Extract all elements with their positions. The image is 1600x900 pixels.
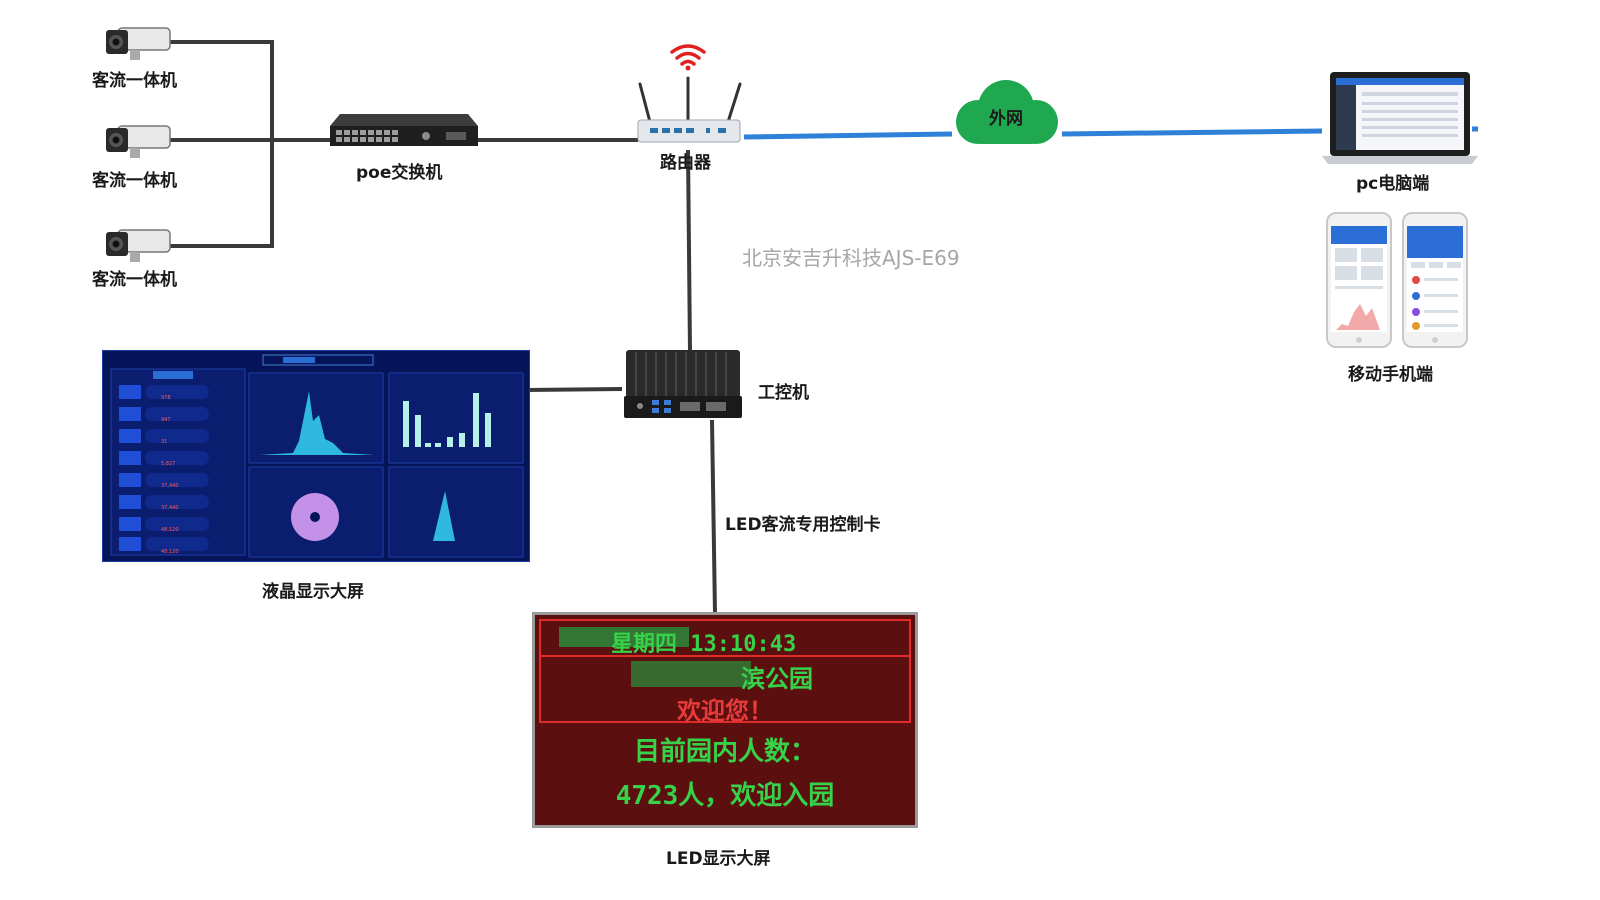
led-row-welcome: 滨公园 欢迎您！ [539, 655, 911, 725]
led-screen: 星期四 13:10:43 滨公园 欢迎您！ 目前园内人数： 4723人，欢迎入园 [532, 612, 918, 828]
lcd-label: 液晶显示大屏 [262, 582, 364, 602]
pc-label: pc电脑端 [1356, 174, 1430, 194]
ipc-led-link [710, 419, 717, 615]
router-cloud-link [743, 131, 953, 140]
camera-icon [100, 224, 178, 266]
phone-icon [1402, 212, 1468, 348]
router-ipc-link [686, 149, 692, 353]
led-blurred-name [631, 661, 751, 687]
cloud-label: 外网 [989, 109, 1023, 129]
lcd-left-values: 978 947 31 5,827 37,440 37,440 48,120 48… [161, 395, 179, 555]
watermark-text: 北京安吉升科技AJS-E69 [742, 246, 960, 270]
led-blurred-date [559, 627, 689, 647]
mobile-label: 移动手机端 [1348, 365, 1433, 385]
lcd-dashboard: 978 947 31 5,827 37,440 37,440 48,120 48… [102, 350, 530, 562]
led-card-label: LED客流专用控制卡 [725, 515, 881, 535]
cloud-icon: 外网 [948, 78, 1064, 150]
camera-icon [100, 22, 178, 64]
camera-label: 客流一体机 [92, 71, 177, 91]
led-park-name: 滨公园 [741, 665, 813, 693]
led-row-count: 目前园内人数： 4723人，欢迎入园 [539, 721, 911, 825]
camera-icon [100, 120, 178, 162]
camera-link-1 [162, 40, 274, 140]
led-date-time: 星期四 13:10:43 [611, 632, 797, 657]
led-welcome: 欢迎您！ [677, 697, 773, 725]
led-count-label: 目前园内人数： [633, 737, 816, 767]
camera-label: 客流一体机 [92, 270, 177, 290]
camera-label: 客流一体机 [92, 171, 177, 191]
led-row-time: 星期四 13:10:43 [539, 619, 911, 657]
camera-link-3 [162, 140, 274, 248]
led-label: LED显示大屏 [666, 849, 771, 869]
industrial-pc-icon [622, 348, 744, 420]
router-icon [636, 40, 744, 148]
wifi-icon [670, 44, 706, 66]
cloud-pc-link [1061, 128, 1323, 137]
ipc-label: 工控机 [758, 383, 809, 403]
router-label: 路由器 [660, 153, 711, 173]
ipc-lcd-link [525, 387, 623, 392]
poe-switch-label: poe交换机 [356, 163, 443, 183]
switch-icon [328, 112, 480, 150]
laptop-icon [1322, 70, 1482, 166]
phone-icon [1326, 212, 1392, 348]
led-count-value: 4723人，欢迎入园 [615, 781, 835, 811]
